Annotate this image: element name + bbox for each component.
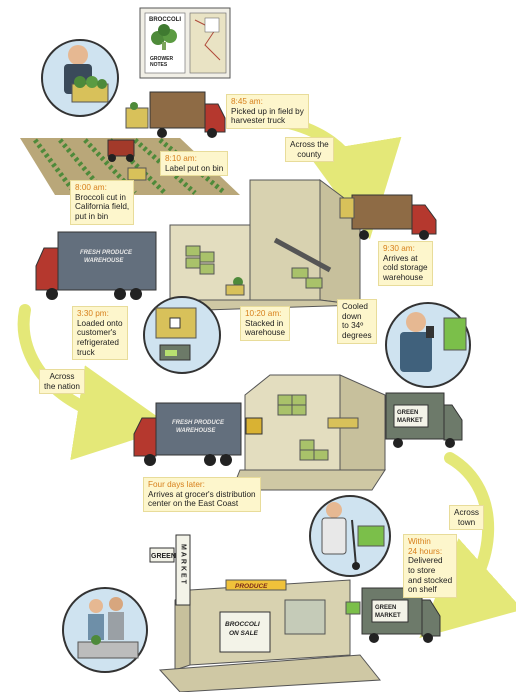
van-mid-market: MARKET (397, 418, 423, 424)
step-label-delivered-to-store: Within 24 hours: Delivered to store and … (403, 534, 458, 599)
grower-notes-card (139, 7, 231, 79)
sign-green-store: GREEN (151, 553, 176, 560)
step-label-stacked: 10:20 am: Stacked in warehouse (240, 306, 291, 342)
grocery-store (149, 534, 381, 692)
step-label-cut-in-field: 8:00 am: Broccoli cut in California fiel… (70, 180, 135, 225)
sign-market-vertical: MARKET (180, 544, 187, 586)
broccoli-label-sign: BROCCOLI (149, 17, 181, 23)
step-label-label-on-bin: 8:10 am: Label put on bin (160, 151, 229, 177)
step-time: 9:30 am: (383, 244, 415, 253)
van-bottom-market: MARKET (375, 613, 401, 619)
step-description: Label put on bin (165, 163, 224, 173)
step-label-loaded-truck: 3:30 pm: Loaded onto customer's refriger… (72, 306, 128, 361)
fresh-produce-truck-center (133, 402, 242, 466)
step-time: 8:45 am: (231, 97, 263, 106)
route-label-across-county: Across the county (285, 137, 334, 163)
step-time: 8:00 am: (75, 183, 107, 192)
truck-center-line2: WAREHOUSE (176, 428, 216, 434)
step-description: Picked up in field by harvester truck (231, 106, 304, 126)
van-mid-green: GREEN (397, 410, 418, 416)
step-label-picked-up: 8:45 am: Picked up in field by harvester… (226, 94, 309, 130)
step-description: Stacked in warehouse (245, 318, 286, 338)
step-time: 3:30 pm: (77, 309, 109, 318)
step-label-distribution-center: Four days later: Arrives at grocer's dis… (143, 477, 261, 513)
cold-storage-warehouse (169, 179, 361, 311)
step-description: Delivered to store and stocked on shelf (408, 556, 453, 595)
dolly-man-circle (309, 495, 391, 577)
step-description: Arrives at cold storage warehouse (383, 253, 428, 283)
green-market-van-mid (385, 392, 463, 448)
truck-left-line2: WAREHOUSE (84, 258, 124, 264)
step-time: 10:20 am: (245, 309, 282, 318)
harvester-truck-arriving (339, 194, 437, 240)
shoppers-circle (62, 587, 148, 673)
step-description: Loaded onto customer's refrigerated truc… (77, 318, 123, 357)
truck-center-line1: FRESH PRODUCE (172, 420, 225, 426)
step-description: Arrives at grocer's distribution center … (148, 489, 256, 509)
green-market-van-bottom (345, 587, 441, 643)
step-time: Within 24 hours: (408, 537, 443, 556)
farmer-circle (41, 39, 119, 117)
step-label-cooled-down: Cooled down to 34º degrees (337, 299, 377, 344)
sign-produce: PRODUCE (235, 583, 268, 590)
van-bottom-green: GREEN (375, 605, 396, 611)
step-label-arrives-cold-storage: 9:30 am: Arrives at cold storage warehou… (378, 241, 433, 286)
arrow-across-town (419, 452, 516, 639)
phone-man-circle (385, 302, 471, 388)
truck-left-line1: FRESH PRODUCE (80, 250, 133, 256)
step-time: 8:10 am: (165, 154, 197, 163)
fresh-produce-truck-left (35, 231, 157, 300)
step-description: Broccoli cut in California field, put in… (75, 192, 130, 222)
distribution-center (231, 374, 386, 491)
step-time: Four days later: (148, 480, 205, 489)
harvester-truck (125, 91, 226, 138)
route-label-across-town: Across town (449, 505, 485, 531)
step-description: Cooled down to 34º degrees (342, 302, 372, 341)
route-label-across-nation: Across the nation (39, 369, 85, 395)
scanner-circle (143, 296, 221, 374)
